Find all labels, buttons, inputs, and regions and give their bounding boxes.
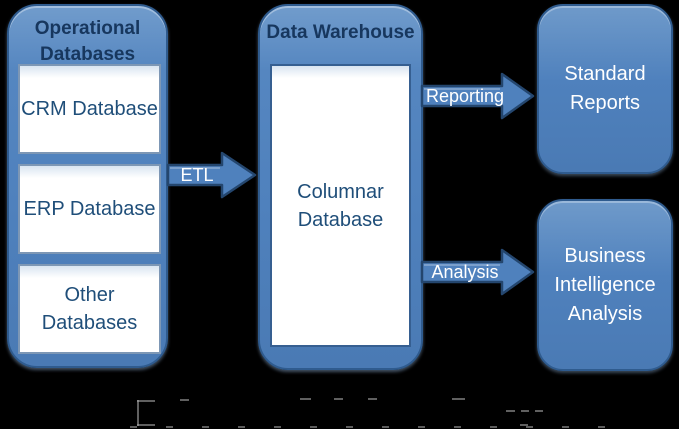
caption-remnant [535, 410, 543, 412]
columnar-database-node: Columnar Database [270, 64, 411, 347]
data-warehouse-container: Data Warehouse Columnar Database [258, 4, 423, 370]
caption-remnant [137, 424, 155, 426]
caption-remnant-row [130, 426, 625, 428]
columnar-database-label: Columnar Database [297, 180, 384, 231]
caption-remnant [334, 398, 343, 400]
caption-remnant [180, 399, 189, 401]
etl-arrow-label: ETL [180, 165, 214, 185]
analysis-arrow-icon [420, 248, 535, 296]
crm-database-node: CRM Database [18, 64, 161, 154]
analysis-arrow-label: Analysis [431, 262, 499, 282]
caption-remnant [452, 398, 465, 400]
etl-arrow-icon [166, 151, 257, 199]
crm-database-label: CRM Database [21, 98, 158, 120]
caption-remnant [506, 410, 515, 412]
erp-database-label: ERP Database [23, 198, 156, 220]
caption-remnant [521, 410, 529, 412]
caption-remnant [137, 400, 139, 426]
caption-remnant [300, 398, 311, 400]
operational-databases-container: Operational Databases CRM Database ERP D… [7, 4, 168, 368]
other-databases-node: Other Databases [18, 264, 161, 354]
business-intelligence-analysis-label: Business Intelligence Analysis [554, 244, 656, 325]
reporting-arrow-icon [420, 72, 535, 120]
erp-database-node: ERP Database [18, 164, 161, 254]
operational-databases-title: Operational Databases [34, 18, 141, 65]
standard-reports-node: Standard Reports [537, 4, 673, 174]
business-intelligence-analysis-node: Business Intelligence Analysis [537, 199, 673, 371]
data-warehouse-title: Data Warehouse [266, 22, 415, 43]
standard-reports-label: Standard Reports [564, 63, 646, 114]
caption-remnant [368, 398, 377, 400]
caption-remnant [520, 424, 528, 426]
reporting-arrow-label: Reporting [425, 86, 505, 106]
caption-remnant [137, 400, 155, 402]
other-databases-label: Other Databases [41, 284, 138, 334]
